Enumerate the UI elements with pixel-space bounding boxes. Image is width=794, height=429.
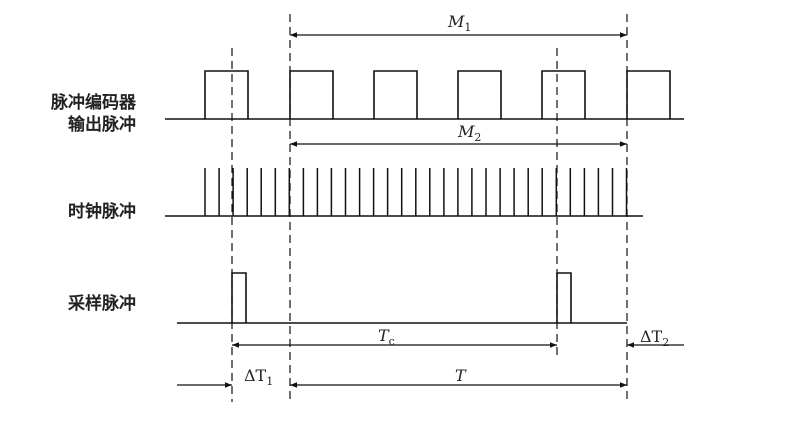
reference-lines xyxy=(231,14,628,402)
encoder-pulse xyxy=(289,70,334,119)
encoder-pulse xyxy=(626,70,671,119)
m2-label: M2 xyxy=(457,122,481,144)
dimension-arrows xyxy=(177,32,684,388)
encoder-waveform xyxy=(165,70,684,120)
sample-pulse xyxy=(556,272,572,323)
t-label: T xyxy=(455,366,467,385)
encoder-pulse xyxy=(204,70,249,119)
sample-waveform xyxy=(177,272,627,324)
sample-pulse xyxy=(231,272,247,323)
dt1-label: ΔT1 xyxy=(244,366,273,388)
encoder-pulse xyxy=(457,70,502,119)
encoder-pulse xyxy=(373,70,418,119)
encoder-label-line2: 输出脉冲 xyxy=(68,115,136,135)
dt2-label: ΔT2 xyxy=(640,327,669,349)
tc-label: Tc xyxy=(378,326,395,348)
m1-label: M1 xyxy=(447,12,471,34)
encoder-label-line1: 脉冲编码器 xyxy=(51,93,136,113)
sample-label: 采样脉冲 xyxy=(68,294,136,314)
dimension-labels: M1 M2 Tc ΔT2 ΔT1 T xyxy=(244,12,669,388)
encoder-pulse xyxy=(541,70,586,119)
clock-label: 时钟脉冲 xyxy=(68,202,136,222)
clock-waveform xyxy=(165,168,643,217)
